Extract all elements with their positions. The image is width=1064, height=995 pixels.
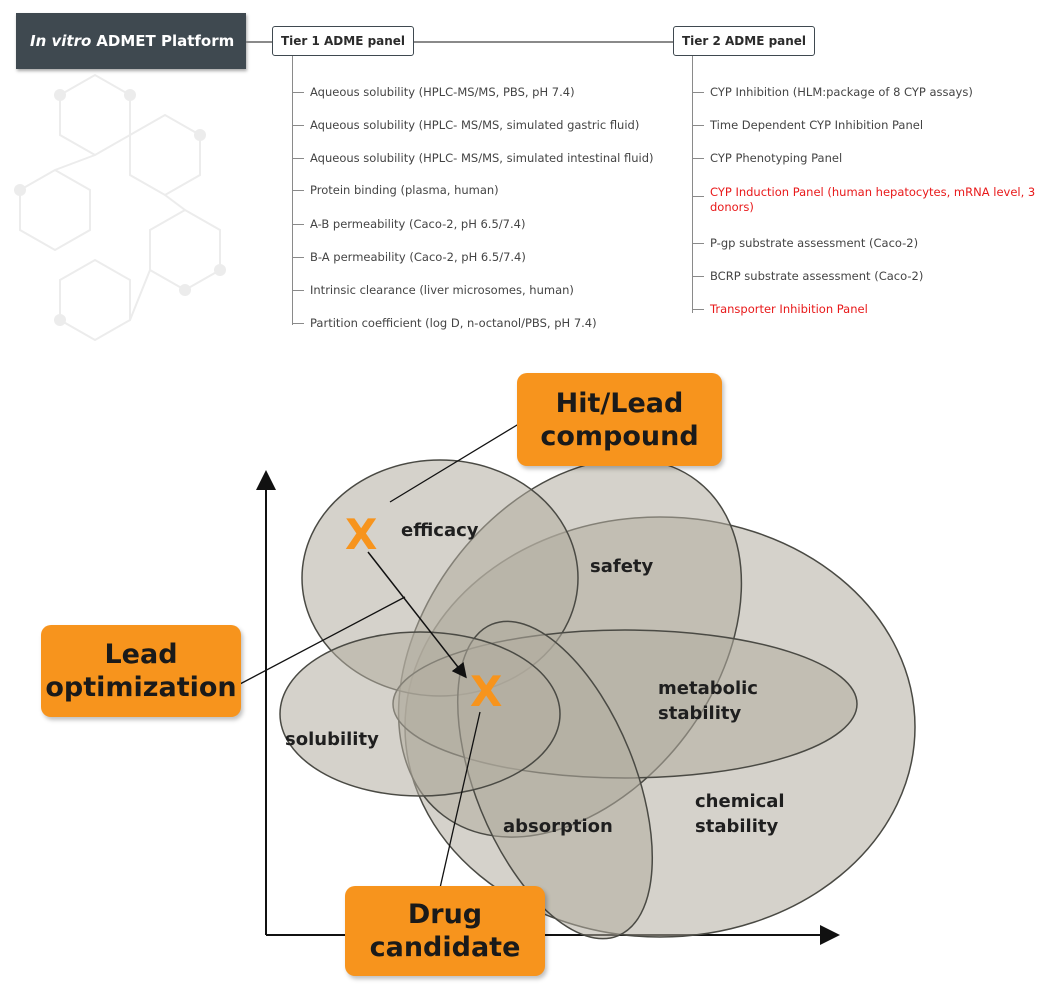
label-solubility: solubility bbox=[285, 729, 379, 750]
leader-hit-lead bbox=[389, 421, 523, 503]
tier2-item: P-gp substrate assessment (Caco-2) bbox=[692, 236, 918, 251]
tier2-item: Time Dependent CYP Inhibition Panel bbox=[692, 118, 923, 133]
label-chemical-stability: chemical stability bbox=[695, 791, 791, 837]
platform-title-rest: ADMET Platform bbox=[96, 32, 235, 50]
tier2-item: BCRP substrate assessment (Caco-2) bbox=[692, 269, 923, 284]
tier1-item: A-B permeability (Caco-2, pH 6.5/7.4) bbox=[292, 217, 525, 232]
tier1-item: Aqueous solubility (HPLC- MS/MS, simulat… bbox=[292, 151, 654, 166]
drug-candidate-marker: X bbox=[470, 667, 502, 716]
connector-title-tier1 bbox=[246, 41, 272, 43]
tier1-item: Aqueous solubility (HPLC-MS/MS, PBS, pH … bbox=[292, 85, 575, 100]
admet-property-diagram: efficacy safety solubility absorption me… bbox=[239, 421, 916, 945]
tier1-item: Partition coefficient (log D, n-octanol/… bbox=[292, 316, 597, 331]
callout-hit-lead-compound: Hit/Lead compound bbox=[517, 373, 722, 466]
tier1-item: Aqueous solubility (HPLC- MS/MS, simulat… bbox=[292, 118, 639, 133]
tier2-tree-line bbox=[692, 56, 693, 313]
tier1-item: Protein binding (plasma, human) bbox=[292, 183, 499, 198]
label-metabolic-stability: metabolic stability bbox=[658, 678, 764, 724]
callout-drug-candidate: Drug candidate bbox=[345, 886, 545, 976]
leader-drug bbox=[439, 711, 481, 889]
optimization-arrow bbox=[367, 551, 467, 679]
tier2-item: CYP Induction Panel (human hepatocytes, … bbox=[692, 185, 1050, 215]
label-absorption: absorption bbox=[503, 816, 613, 837]
tier1-panel-box: Tier 1 ADME panel bbox=[272, 26, 414, 56]
label-safety: safety bbox=[590, 556, 654, 577]
hit-lead-marker: X bbox=[345, 510, 377, 559]
tier2-item: CYP Inhibition (HLM:package of 8 CYP ass… bbox=[692, 85, 973, 100]
tier2-panel-box: Tier 2 ADME panel bbox=[673, 26, 815, 56]
connector-tier1-tier2 bbox=[414, 41, 673, 43]
tier1-item: B-A permeability (Caco-2, pH 6.5/7.4) bbox=[292, 250, 526, 265]
platform-title: In vitro ADMET Platform bbox=[16, 13, 246, 69]
tier2-item: CYP Phenotyping Panel bbox=[692, 151, 842, 166]
ellipse-solubility bbox=[279, 631, 561, 797]
callout-lead-optimization: Lead optimization bbox=[41, 625, 241, 717]
platform-title-italic: In vitro bbox=[30, 32, 92, 50]
leader-lead-opt bbox=[239, 596, 406, 685]
tier2-item: Transporter Inhibition Panel bbox=[692, 302, 868, 317]
tier1-item: Intrinsic clearance (liver microsomes, h… bbox=[292, 283, 574, 298]
label-efficacy: efficacy bbox=[401, 520, 479, 541]
